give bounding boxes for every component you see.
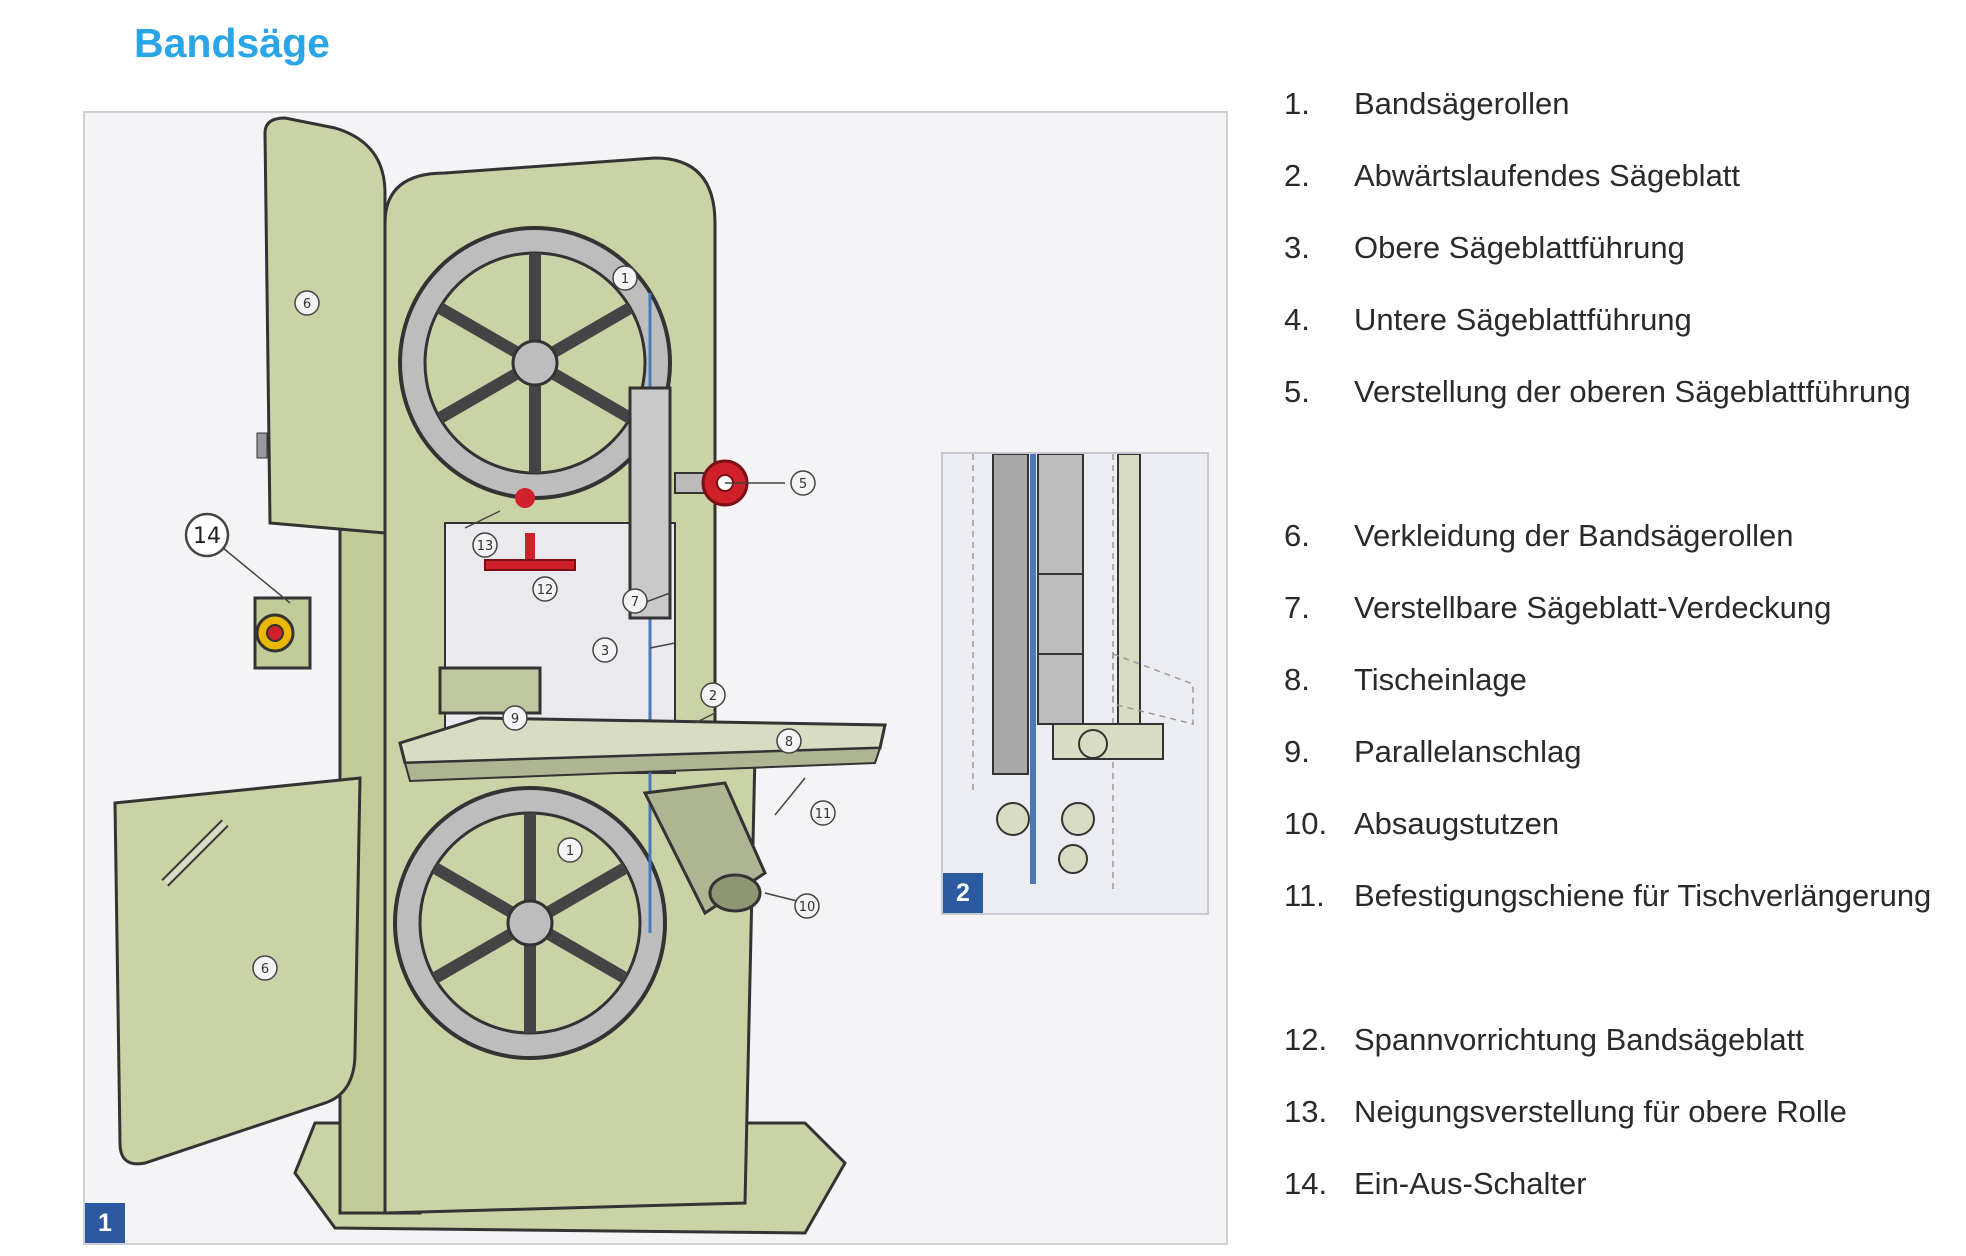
legend-text: Abwärtslaufendes Sägeblatt	[1354, 158, 1741, 193]
legend-number: 7.	[1284, 590, 1310, 625]
legend-item: 4. Untere Sägeblattführung	[1284, 298, 1954, 370]
legend-item: 1. Bandsägerollen	[1284, 82, 1954, 154]
blade-guide-drawing	[972, 454, 1194, 894]
legend-item: 5. Verstellung der oberen Sägeblattführu…	[1284, 370, 1954, 514]
legend-number: 3.	[1284, 230, 1310, 265]
blade-guard	[628, 386, 672, 620]
callout-switch: 14	[193, 524, 221, 549]
guide-rollers	[996, 723, 1164, 874]
legend-number: 13.	[1284, 1094, 1328, 1129]
legend-item: 12. Spannvorrichtung Bandsägeblatt	[1284, 1018, 1954, 1090]
guard-panel-left	[992, 454, 1029, 775]
callout-fence: 9	[511, 712, 519, 727]
legend-number: 1.	[1284, 86, 1310, 121]
dust-port	[642, 781, 767, 916]
parts-legend: 1. Bandsägerollen 2. Abwärtslaufendes Sä…	[1284, 82, 1954, 1234]
callout-blade-guard: 7	[631, 595, 639, 610]
callout-tension: 12	[537, 583, 554, 598]
figure-badge-main: 1	[85, 1203, 125, 1243]
on-off-switch	[253, 596, 312, 670]
legend-item: 9. Parallelanschlag	[1284, 730, 1954, 802]
legend-number: 8.	[1284, 662, 1310, 697]
figure-badge-detail: 2	[943, 873, 983, 913]
legend-text: Verstellung der oberen Sägeblattführung	[1354, 374, 1911, 409]
callout-upper-door: 6	[303, 297, 311, 312]
legend-text: Bandsägerollen	[1354, 86, 1570, 121]
legend-item: 8. Tischeinlage	[1284, 658, 1954, 730]
legend-text: Verkleidung der Bandsägerollen	[1354, 518, 1794, 553]
legend-item: 11. Befestigungschiene für Tischverlänge…	[1284, 874, 1954, 1018]
callout-handwheel: 5	[799, 477, 807, 492]
legend-text: Parallelanschlag	[1354, 734, 1582, 769]
lower-door	[113, 776, 362, 1166]
legend-text: Obere Sägeblattführung	[1354, 230, 1685, 265]
callout-blade: 2	[709, 689, 717, 704]
callout-dust-port: 10	[799, 900, 816, 915]
legend-text: Befestigungschiene für Tischverlängerung	[1354, 878, 1932, 913]
callout-tilt: 13	[477, 539, 494, 554]
legend-number: 2.	[1284, 158, 1310, 193]
callout-upper-wheel: 1	[621, 272, 629, 287]
guide-post	[1117, 454, 1141, 755]
legend-text: Tischeinlage	[1354, 662, 1527, 697]
blade-guide-detail-figure: 2	[941, 452, 1209, 915]
legend-item: 13. Neigungsverstellung für obere Rolle	[1284, 1090, 1954, 1162]
upper-wheel	[398, 226, 672, 500]
legend-text: Absaugstutzen	[1354, 806, 1560, 841]
bandsaw-drawing: 1 1 2 3 5 6 6 7 8 9 10 11 12 13 14	[113, 116, 887, 1235]
legend-number: 11.	[1284, 878, 1325, 913]
callout-upper-guide: 3	[601, 644, 609, 659]
legend-text: Untere Sägeblattführung	[1354, 302, 1692, 337]
upper-door	[263, 116, 387, 535]
legend-number: 4.	[1284, 302, 1310, 337]
callout-rail: 11	[815, 807, 832, 822]
legend-text: Neigungsverstellung für obere Rolle	[1354, 1094, 1847, 1129]
legend-number: 6.	[1284, 518, 1310, 553]
lower-wheel	[393, 786, 667, 1060]
legend-text: Verstellbare Sägeblatt-Verdeckung	[1354, 590, 1832, 625]
saw-table	[398, 666, 887, 783]
callout-table-insert: 8	[785, 735, 793, 750]
callout-lower-door: 6	[261, 962, 269, 977]
tension-handle	[484, 488, 576, 571]
callout-lower-wheel: 1	[566, 844, 574, 859]
legend-text: Spannvorrichtung Bandsägeblatt	[1354, 1022, 1804, 1057]
legend-number: 9.	[1284, 734, 1310, 769]
legend-number: 12.	[1284, 1022, 1328, 1057]
legend-text: Ein-Aus-Schalter	[1354, 1166, 1587, 1201]
legend-item: 3. Obere Sägeblattführung	[1284, 226, 1954, 298]
legend-number: 10.	[1284, 806, 1328, 841]
guard-panel-right	[1037, 454, 1084, 725]
legend-item: 10. Absaugstutzen	[1284, 802, 1954, 874]
page-title: Bandsäge	[134, 20, 330, 66]
legend-item: 6. Verkleidung der Bandsägerollen	[1284, 514, 1954, 586]
legend-number: 14.	[1284, 1166, 1328, 1201]
legend-item: 14. Ein-Aus-Schalter	[1284, 1162, 1954, 1234]
legend-number: 5.	[1284, 374, 1310, 409]
legend-item: 2. Abwärtslaufendes Sägeblatt	[1284, 154, 1954, 226]
legend-item: 7. Verstellbare Sägeblatt-Verdeckung	[1284, 586, 1954, 658]
